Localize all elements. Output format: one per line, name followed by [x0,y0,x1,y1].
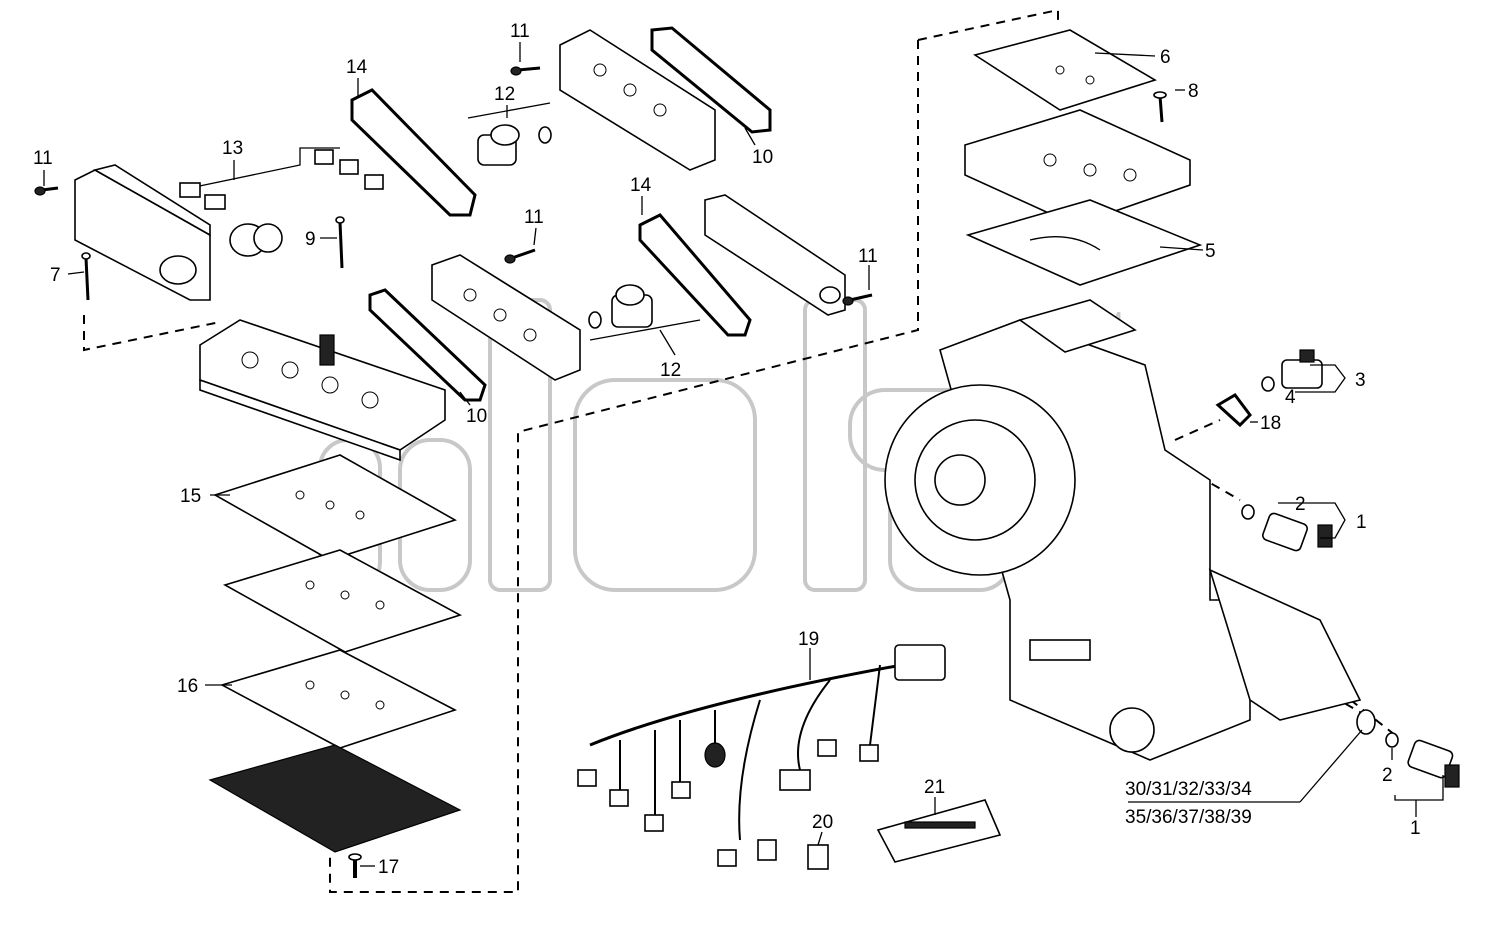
callout-19: 19 [798,629,819,650]
bolt-11-right [842,293,873,306]
transmission-housing [884,299,1362,761]
callout-11-middle: 11 [524,207,544,228]
control-plate [964,109,1191,226]
plate-15 [213,454,457,561]
bolt-11-middle [504,248,536,264]
valve-body [199,319,446,462]
callout-1-lower: 1 [1410,818,1421,839]
bolt-7 [81,252,91,301]
sensor-3 [1261,349,1323,392]
callout-18: 18 [1260,413,1281,434]
gasket-5 [965,199,1203,286]
terminal-block-21 [876,799,1002,863]
callout-20: 20 [812,812,833,833]
bolt-8 [1153,91,1167,123]
gasket-10-middle [368,288,487,402]
seal-18 [1215,393,1252,428]
callout-2-lower: 2 [1382,765,1393,786]
callout-11-right: 11 [858,246,878,267]
callout-12-top: 12 [494,84,515,105]
callout-5: 5 [1205,241,1216,262]
sensor-1-lower [1385,732,1460,788]
callout-8: 8 [1188,81,1199,102]
callout-9: 9 [305,229,316,250]
callout-17: 17 [378,857,399,878]
callout-11-left: 11 [33,148,53,169]
gasket-14-top [350,88,477,217]
callout-7: 7 [50,265,61,286]
bolt-11-left [34,186,59,196]
leader-lines [43,42,1444,867]
callout-15: 15 [180,486,201,507]
callout-4: 4 [1285,387,1296,408]
left-end-cover [74,164,211,301]
plate-middle [222,549,463,653]
callout-30-34: 30/31/32/33/34 [1125,779,1252,800]
solenoid-valve-12-middle [588,284,701,341]
callout-10-top: 10 [752,147,773,168]
callout-6: 6 [1160,47,1171,68]
callout-11-top: 11 [510,21,530,42]
callout-3: 3 [1355,370,1366,391]
callout-13: 13 [222,138,243,159]
callout-10-middle: 10 [466,406,487,427]
callout-12-middle: 12 [660,360,681,381]
bolt-9 [335,216,345,269]
wiring-harness-19 [577,644,946,867]
callout-2-upper: 2 [1295,494,1306,515]
callout-35-39: 35/36/37/38/39 [1125,807,1252,828]
callout-14-top: 14 [346,57,368,78]
connector-20 [807,844,829,870]
callout-21: 21 [924,777,945,798]
callout-16: 16 [177,676,198,697]
gasket-14-middle [638,213,752,337]
callout-1-upper: 1 [1356,512,1367,533]
washer-30-39 [1356,709,1376,735]
housing-10-top [559,26,772,171]
bolt-11-top [510,66,541,76]
plate-bottom [208,744,462,853]
plate-16 [219,649,458,749]
sensor-1-upper [1241,504,1333,552]
gasket-6 [973,29,1157,111]
solenoid-harness-13 [179,147,384,257]
callout-14-middle: 14 [630,175,652,196]
callouts: 11 12 13 14 11 9 7 10 14 11 11 10 12 6 8… [33,21,1421,878]
solenoid-valve-12-top [467,102,552,166]
housing-right-middle [704,194,846,316]
housing-10-middle [431,254,581,381]
bolt-17 [348,853,362,878]
